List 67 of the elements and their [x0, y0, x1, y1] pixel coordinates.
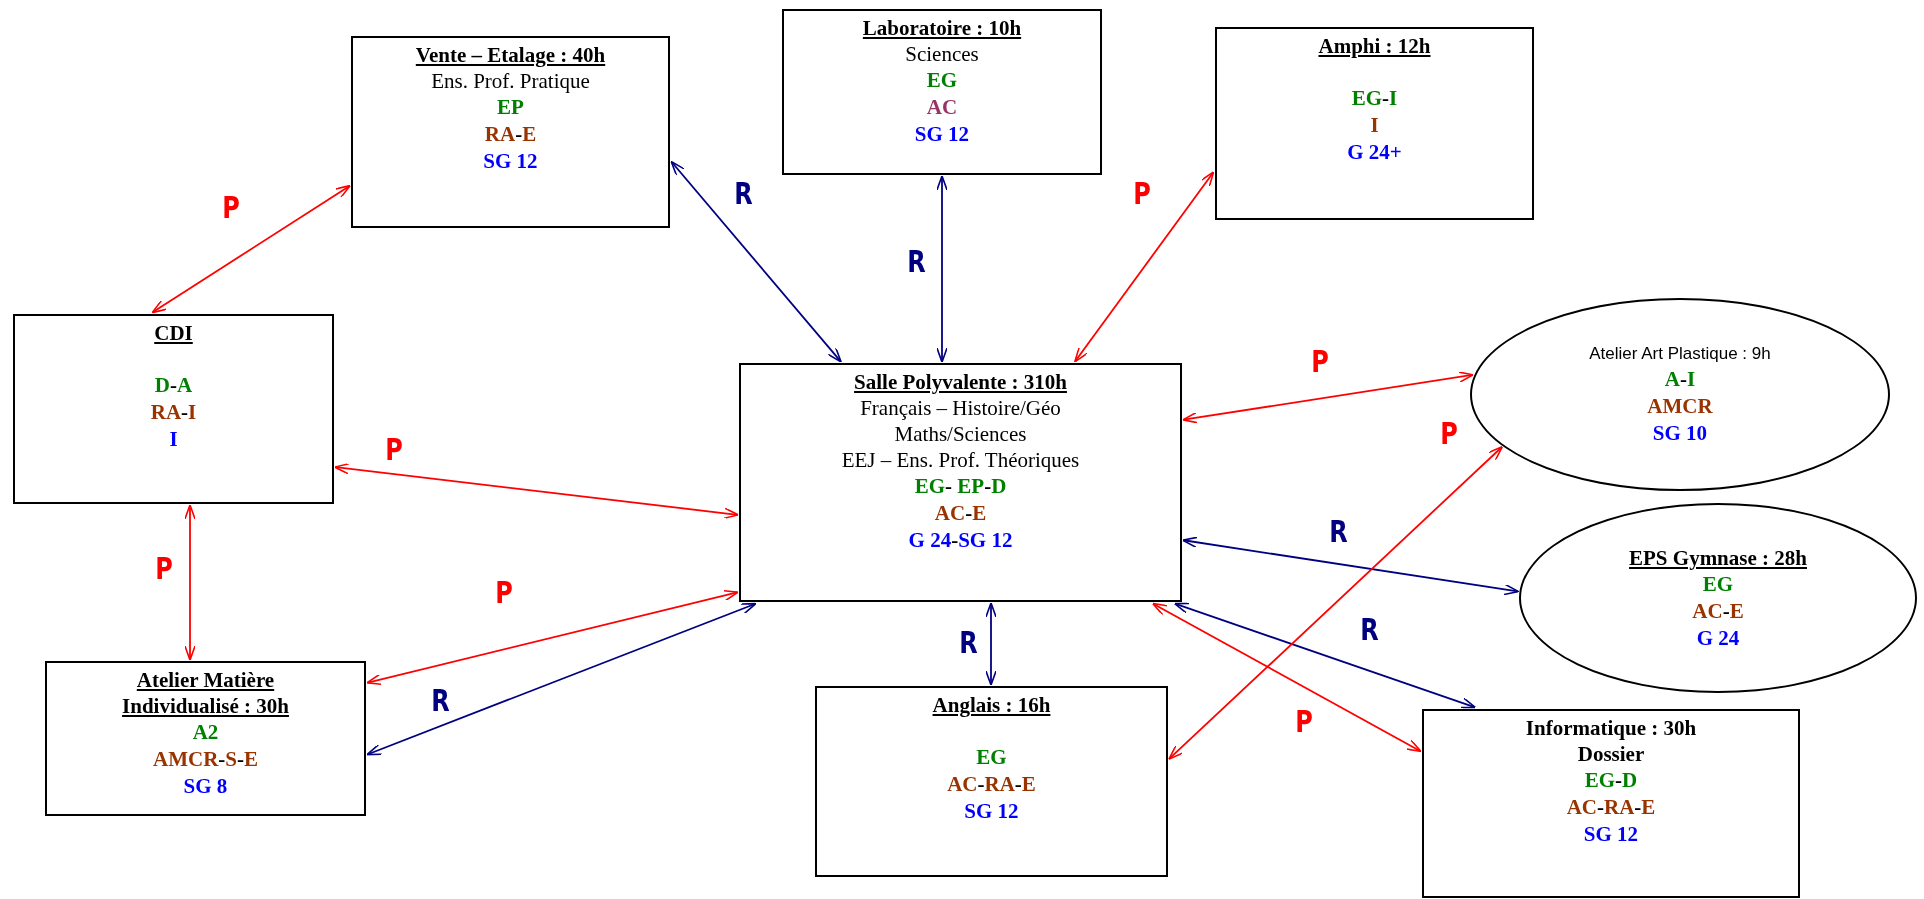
- code-text: A-I: [1664, 367, 1696, 391]
- room-heading: Laboratoire : 10h: [861, 15, 1023, 41]
- double-arrow: [366, 602, 757, 756]
- code-text: SG 12: [964, 799, 1019, 823]
- code-text: EG: [926, 68, 958, 92]
- room-heading: Informatique : 30h: [1524, 715, 1698, 741]
- subject-text: Ens. Prof. Pratique: [431, 68, 590, 94]
- double-arrow: [1173, 602, 1477, 709]
- double-arrow: [985, 602, 997, 686]
- code-text: AMCR-S-E: [153, 747, 258, 771]
- code-text: EG-I: [1351, 86, 1398, 110]
- code-text: SG 12: [1583, 822, 1639, 846]
- code-text: AC-E: [1692, 598, 1744, 623]
- code-text: SG 10: [1652, 421, 1708, 445]
- double-arrow: [1074, 171, 1215, 363]
- code-text: EG- EP-D: [914, 474, 1007, 498]
- room-box: [13, 314, 334, 504]
- room-heading: Atelier Art Plastique : 9h: [1589, 343, 1771, 365]
- code-text: G 24: [1696, 625, 1740, 650]
- double-arrow: [1181, 536, 1520, 596]
- code-text: A2: [192, 720, 219, 744]
- double-arrow: [670, 160, 842, 363]
- room-heading: Salle Polyvalente : 310h: [853, 369, 1068, 395]
- subject-text: EEJ – Ens. Prof. Théoriques: [841, 447, 1080, 473]
- code-text: SG 12: [483, 149, 538, 173]
- room-box: [815, 686, 1168, 877]
- code-text: AMCR: [1647, 394, 1713, 418]
- room-heading: EPS Gymnase : 28h: [1628, 544, 1808, 571]
- code-text: SG 12: [914, 122, 970, 146]
- room-box: [739, 363, 1182, 602]
- code-text: I: [1370, 113, 1379, 137]
- double-arrow: [366, 589, 739, 686]
- code-text: RA-I: [150, 400, 197, 424]
- room-box: [351, 36, 670, 228]
- double-arrow: [1168, 445, 1504, 760]
- double-arrow: [1151, 602, 1422, 753]
- room-box: [1215, 27, 1534, 220]
- code-text: G 24-SG 12: [908, 528, 1013, 552]
- room-heading: Anglais : 16h: [931, 692, 1052, 718]
- code-text: G 24+: [1347, 140, 1402, 164]
- room-heading: Amphi : 12h: [1317, 33, 1432, 59]
- room-heading: CDI: [153, 320, 194, 346]
- code-text: I: [169, 427, 178, 451]
- code-text: AC-E: [934, 501, 987, 525]
- subject-text: Maths/Sciences: [894, 421, 1027, 447]
- subject-text: Français – Histoire/Géo: [860, 395, 1061, 421]
- room-heading: Atelier Matière Individualisé : 30h: [121, 667, 290, 719]
- double-arrow: [184, 504, 196, 661]
- subject-text: Sciences: [905, 41, 979, 67]
- room-box: [782, 9, 1102, 175]
- code-text: EP: [497, 95, 524, 119]
- code-text: AC: [926, 95, 958, 119]
- double-arrow: [936, 175, 948, 363]
- code-text: SG 8: [183, 774, 228, 798]
- subject-text: Dossier: [1577, 741, 1645, 767]
- room-box: [45, 661, 366, 816]
- code-text: AC-RA-E: [947, 772, 1036, 796]
- code-text: D-A: [154, 373, 193, 397]
- code-text: RA-E: [484, 122, 537, 146]
- code-text: EG-D: [1584, 768, 1638, 792]
- code-text: AC-RA-E: [1566, 795, 1656, 819]
- code-text: EG: [1702, 571, 1734, 596]
- room-box: [1422, 709, 1800, 898]
- double-arrow: [151, 184, 351, 314]
- code-text: EG: [976, 745, 1007, 769]
- double-arrow: [333, 462, 740, 520]
- room-heading: Vente – Etalage : 40h: [414, 42, 607, 68]
